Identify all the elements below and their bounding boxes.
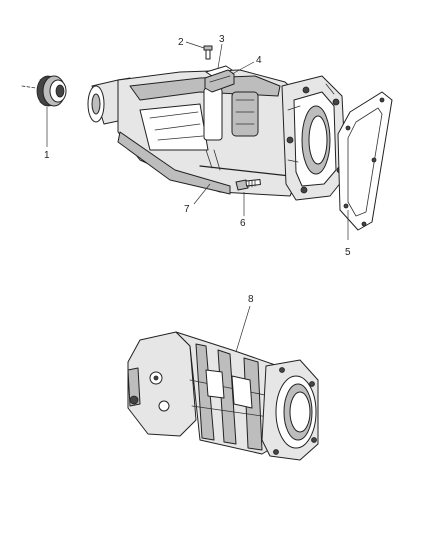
callout-8: 8 — [248, 294, 254, 305]
callout-1: 1 — [44, 150, 50, 161]
callout-7: 7 — [184, 204, 190, 215]
part-7-extension-housing — [87, 69, 347, 201]
part-2-screw — [203, 45, 213, 60]
part-8-housing-assembly — [127, 331, 319, 461]
part-3-plate — [205, 65, 233, 77]
part-4-bracket — [204, 69, 235, 93]
callout-4: 4 — [256, 55, 262, 66]
callout-labels: 1 2 3 4 5 6 7 8 — [44, 34, 351, 305]
part-5-gasket — [337, 91, 393, 231]
callout-6: 6 — [240, 218, 246, 229]
leader-lines — [46, 41, 349, 353]
callout-3: 3 — [219, 34, 225, 45]
part-1-seal — [21, 75, 67, 107]
part-6-bolt — [235, 179, 261, 191]
callout-5: 5 — [345, 247, 351, 258]
callout-2: 2 — [178, 37, 184, 48]
